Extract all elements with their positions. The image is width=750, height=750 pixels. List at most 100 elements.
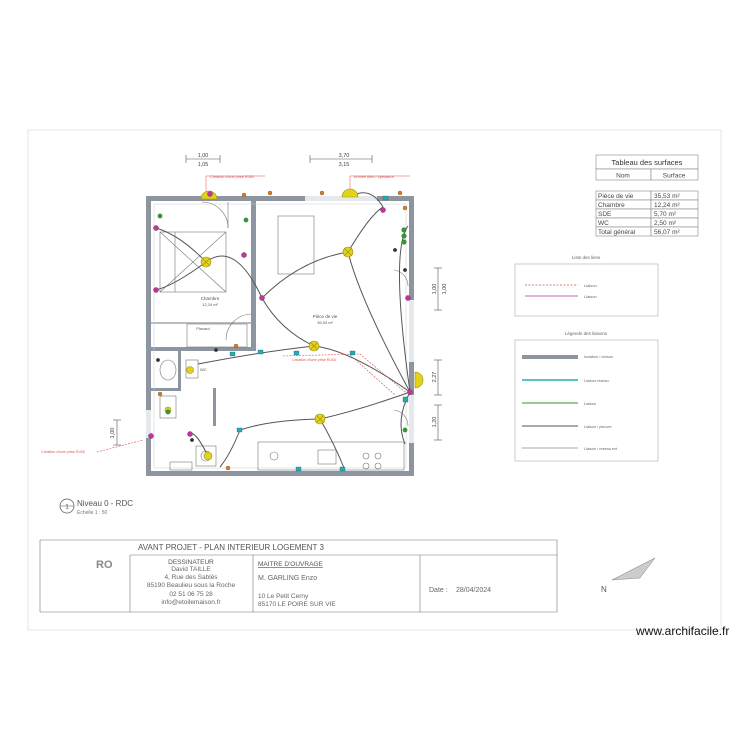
- legend-connections-item-1: Isolation / cloison: [584, 355, 613, 359]
- furniture: [159, 201, 409, 471]
- outlet-magenta-icon: [153, 225, 159, 231]
- watermark: www.archifacile.fr: [636, 624, 730, 638]
- room-labels: Chambre 12,24 m² Placard Pièce de vie 35…: [196, 296, 338, 372]
- cartouche-logo: RO: [96, 559, 113, 571]
- surface-row-value: 2,50 m²: [654, 220, 677, 227]
- surfaces-table: Tableau des surfaces Nom Surface Pièce d…: [595, 154, 699, 237]
- dim-top-left-2: 1,05: [198, 162, 209, 168]
- outlet-orange-icon: [267, 190, 273, 196]
- wall-inner-lines: [153, 203, 407, 469]
- surface-row-name: SDE: [598, 211, 612, 218]
- outlet-magenta-icon: [407, 389, 413, 395]
- dessinateur-label: DESSINATEUR: [168, 559, 214, 566]
- legend-connections-item-3: Liaison: [584, 402, 596, 406]
- dim-top-left-1: 1,00: [198, 153, 209, 159]
- ceiling-light-living-2-icon: [308, 340, 320, 352]
- outlet-cyan-icon: [382, 195, 389, 201]
- dim-top-mid-1: 3,70: [339, 153, 350, 159]
- outlet-cyan-group: [229, 195, 409, 472]
- surfaces-col-surface: Surface: [663, 173, 686, 180]
- outlet-magenta-icon: [153, 287, 159, 293]
- legend-links: Liste des liens Liaison Liaison: [514, 255, 659, 317]
- room-chambre-name: Chambre: [201, 296, 220, 301]
- outlet-dark-icon: [156, 358, 160, 362]
- outlet-orange-icon: [241, 192, 247, 198]
- outlet-cyan-icon: [293, 350, 300, 356]
- wall-light-exterior-right-icon: [414, 371, 424, 389]
- level-name: Niveau 0 - RDC: [77, 499, 133, 508]
- legend-links-title: Liste des liens: [572, 255, 601, 260]
- dimension-lines: [113, 155, 442, 446]
- surface-row-name: Chambre: [598, 202, 625, 209]
- outlet-magenta-icon: [207, 191, 213, 197]
- legend-connections: Légende des liaisons Isolation / cloison…: [514, 331, 659, 462]
- maitre-line-3: 85170 LE POIRE SUR VIE: [258, 601, 336, 608]
- ceiling-lights: [164, 188, 424, 461]
- outlet-dark-icon: [190, 438, 194, 442]
- date-label: Date :: [429, 587, 448, 594]
- legend-connections-item-5: Liaison / réseau ext: [584, 447, 618, 451]
- outlet-orange-icon: [157, 391, 163, 397]
- ceiling-light-sde-icon: [203, 451, 213, 461]
- legend-connections-item-4: Liaison / pieuvre: [584, 425, 612, 429]
- outlet-green-icon: [243, 217, 249, 223]
- rj45-annotations: Création d'une prise RJ45 Arrivée fibre …: [41, 175, 410, 454]
- surface-row-name: Pièce de vie: [598, 193, 634, 200]
- surface-row-value: 35,53 m²: [654, 193, 680, 200]
- dessinateur-line: 85190 Beaulieu sous la Roche: [147, 582, 236, 589]
- outlet-cyan-icon: [349, 350, 356, 356]
- network-cables-pink: [96, 353, 406, 453]
- maitre-line-2: 10 Le Petit Cerny: [258, 593, 309, 600]
- level-scale: Echelle 1 : 50: [77, 510, 108, 516]
- outlet-magenta-icon: [187, 431, 193, 437]
- legend-links-item-2: Liaison: [584, 294, 597, 299]
- outlet-green-group: [157, 213, 408, 433]
- level-title: 1 Niveau 0 - RDC Echelle 1 : 50: [59, 498, 133, 516]
- ceiling-light-kitchen-icon: [314, 413, 326, 425]
- maitre-label: MAITRE D'OUVRAGE: [258, 561, 323, 568]
- room-placard: Placard: [196, 326, 210, 331]
- dessinateur-line: 4, Rue des Sablés: [164, 574, 218, 581]
- surface-row-value: 12,24 m²: [654, 202, 680, 209]
- legend-connections-item-2: Liaison réseau: [584, 379, 609, 383]
- outlet-cyan-icon: [257, 349, 264, 355]
- annotation-top-2: Arrivée fibre / opérateur: [354, 175, 395, 179]
- surfaces-col-name: Nom: [616, 173, 630, 180]
- outlet-cyan-icon: [236, 427, 243, 433]
- dim-right-mid: 2,27: [432, 372, 438, 383]
- dessinateur-line: info@etoilemaison.fr: [161, 599, 221, 606]
- outlet-magenta-icon: [405, 295, 411, 301]
- dim-right-top-1: 1,00: [432, 284, 438, 295]
- surface-row-value: 56,07 m²: [654, 229, 680, 236]
- dessinateur-line: 02 51 06 75 28: [169, 591, 213, 598]
- surfaces-table-title: Tableau des surfaces: [612, 158, 683, 167]
- room-piece-vie-area: 35,53 m²: [317, 320, 333, 325]
- surface-row-name: Total général: [598, 229, 636, 236]
- dim-right-bottom: 1,20: [432, 417, 438, 428]
- north-arrow-icon: N: [601, 557, 656, 594]
- outlet-orange-icon: [233, 343, 239, 349]
- outlet-orange-icon: [402, 205, 408, 211]
- dim-right-top-2: 1,00: [442, 284, 448, 295]
- room-piece-vie-name: Pièce de vie: [313, 314, 338, 319]
- room-chambre-area: 12,24 m²: [202, 302, 218, 307]
- annotation-left: Création d'une prise RJ45: [41, 450, 85, 454]
- outlet-green-icon: [165, 409, 171, 415]
- dimension-labels: 1,00 1,05 3,70 3,15 1,00 1,00 2,27 1,20 …: [110, 153, 448, 438]
- outlet-green-icon: [401, 227, 407, 233]
- surface-row-value-cell: [650, 226, 699, 237]
- outlet-orange-icon: [397, 190, 403, 196]
- outlet-cyan-icon: [229, 351, 236, 357]
- date-value: 28/04/2024: [456, 587, 491, 594]
- outlet-cyan-icon: [295, 466, 302, 472]
- outlet-green-icon: [157, 213, 163, 219]
- room-wc: WC: [200, 367, 207, 372]
- outlet-green-icon: [402, 427, 408, 433]
- outlet-magenta-icon: [148, 433, 154, 439]
- annotation-top-1: Création d'une prise RJ45: [210, 175, 254, 179]
- outlet-cyan-icon: [339, 466, 346, 472]
- outlet-orange-icon: [225, 465, 231, 471]
